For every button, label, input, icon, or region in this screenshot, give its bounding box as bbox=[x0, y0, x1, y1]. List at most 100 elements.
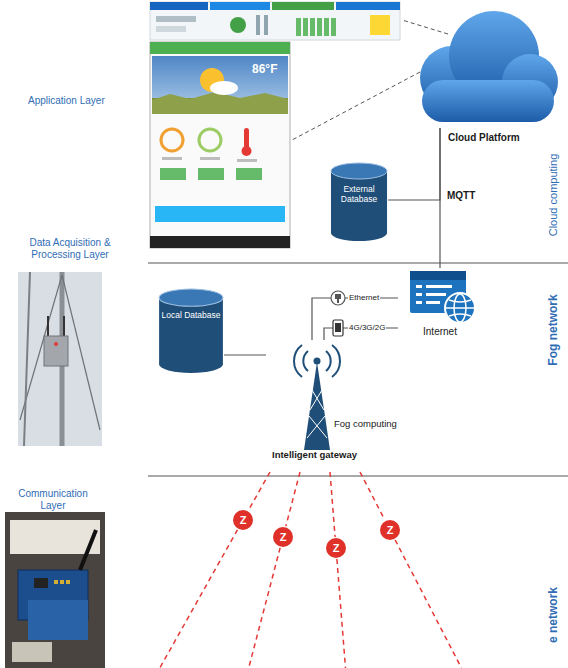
dashboard-screenshot-part bbox=[230, 17, 246, 33]
node-text: Local Database bbox=[158, 310, 224, 320]
gateway-tower-part-part bbox=[294, 345, 302, 377]
cloud-platform: Cloud Platform bbox=[400, 0, 562, 128]
sensor-node-photo-part bbox=[28, 600, 88, 640]
dashed-link-part bbox=[402, 20, 448, 34]
dashboard-screenshot bbox=[150, 2, 400, 40]
internet-icon-part-part bbox=[449, 300, 471, 316]
phone-screenshot-part bbox=[152, 92, 288, 114]
phone-screenshot-part bbox=[242, 146, 252, 156]
gateway-tower-part bbox=[307, 390, 327, 438]
dashboard-screenshot-part bbox=[324, 18, 329, 36]
mobile-phone-icon-part bbox=[333, 320, 343, 336]
node-text: Z bbox=[233, 510, 253, 530]
sensor-node-photo-part bbox=[5, 512, 105, 668]
dashboard-screenshot-part bbox=[310, 18, 315, 36]
connector-line bbox=[224, 354, 266, 355]
database-node: External Database bbox=[330, 162, 388, 242]
internet-icon-part-part bbox=[426, 301, 440, 304]
internet-icon-part-part bbox=[426, 285, 452, 288]
dashed-link-part bbox=[292, 72, 420, 140]
layer-separator bbox=[148, 263, 568, 476]
dashboard-screenshot-part bbox=[331, 18, 336, 36]
node-text: External Database bbox=[330, 184, 388, 204]
database-cylinder bbox=[158, 288, 224, 374]
edge-label: Ethernet bbox=[348, 292, 380, 304]
sensor-node-photo bbox=[5, 512, 105, 668]
gateway-tower-part-part bbox=[303, 351, 308, 371]
phone-screenshot-part bbox=[155, 206, 285, 222]
dashboard-screenshot-part bbox=[336, 2, 400, 10]
connector-line bbox=[312, 298, 398, 340]
side-label: e network bbox=[546, 587, 560, 643]
layer-label: Data Acquisition & Processing Layer bbox=[15, 237, 125, 261]
gateway-photo-part bbox=[54, 342, 58, 346]
sensor-node-photo-part bbox=[34, 578, 48, 588]
database-node: Local Database bbox=[158, 288, 224, 374]
database-cylinder-part bbox=[159, 298, 223, 373]
zigbee-node: Z bbox=[273, 527, 293, 547]
dashboard-screenshot-part bbox=[156, 26, 186, 32]
zigbee-node: Z bbox=[326, 538, 346, 558]
gateway-photo-part bbox=[44, 336, 68, 366]
layer-label: Application Layer bbox=[28, 95, 105, 106]
internet-icon-part-part bbox=[416, 301, 422, 304]
connector-line bbox=[388, 128, 440, 200]
sensor-node-photo-part bbox=[54, 580, 58, 584]
edge-label: 4G/3G/2G bbox=[348, 322, 386, 334]
connector-line bbox=[330, 472, 335, 537]
internet-icon-part-part bbox=[416, 293, 422, 296]
edge-label: MQTT bbox=[447, 190, 475, 201]
gateway-tower-part-part bbox=[326, 351, 331, 371]
gateway-photo-part bbox=[24, 272, 30, 446]
node-text: Z bbox=[380, 520, 400, 540]
dashed-link-extension bbox=[249, 548, 281, 668]
phone-screenshot-part bbox=[210, 81, 238, 95]
ethernet-icon-part bbox=[331, 291, 345, 305]
gateway-node: Fog computingIntelligent gateway bbox=[266, 340, 402, 472]
internet-icon-part-part bbox=[426, 293, 446, 296]
phone-screenshot-part bbox=[162, 157, 182, 160]
dashboard-screenshot-part bbox=[264, 15, 268, 35]
phone-screenshot-part bbox=[161, 129, 183, 151]
database-cylinder-part bbox=[331, 163, 387, 179]
phone-screenshot-part bbox=[236, 168, 262, 180]
phone-screenshot-part bbox=[150, 42, 290, 248]
gateway-tower-part-part bbox=[309, 416, 327, 438]
gateway-photo-part bbox=[63, 316, 65, 336]
sensor-node-photo-part bbox=[80, 530, 96, 570]
dashboard-screenshot-part bbox=[156, 16, 196, 22]
phone-screenshot-part bbox=[199, 129, 221, 151]
node-text: Cloud Platform bbox=[448, 132, 538, 144]
connector-line bbox=[286, 472, 300, 526]
layer-separator-part bbox=[148, 262, 568, 263]
gateway-tower-part-part bbox=[307, 416, 325, 438]
zigbee-node: Z bbox=[233, 510, 253, 530]
cloud-shape-part-part bbox=[422, 80, 554, 122]
internet-node: Internet bbox=[398, 268, 482, 348]
dashboard-screenshot-part bbox=[296, 18, 301, 36]
connector-line bbox=[439, 128, 440, 268]
connector-line bbox=[248, 472, 270, 510]
ethernet-icon-part bbox=[337, 299, 339, 303]
dashboard-screenshot-part bbox=[317, 18, 322, 36]
dashboard-screenshot-part bbox=[150, 2, 208, 10]
ethernet-icon-part bbox=[335, 294, 341, 299]
phone-screenshot-part bbox=[150, 42, 290, 54]
node-text: Z bbox=[273, 527, 293, 547]
node-text: Fog computing bbox=[334, 418, 402, 429]
dashed-link-extension bbox=[395, 540, 461, 668]
node-text: Intelligent gateway bbox=[272, 449, 402, 460]
zigbee-node: Z bbox=[380, 520, 400, 540]
phone-screenshot-part bbox=[150, 236, 290, 248]
cloud-shape-part bbox=[420, 11, 558, 122]
dashboard-screenshot-part bbox=[272, 2, 334, 10]
internet-icon-part bbox=[446, 294, 474, 322]
gateway-tower-part bbox=[314, 358, 321, 365]
dashed-link-extension bbox=[160, 530, 238, 668]
dashboard-screenshot-part bbox=[256, 15, 260, 35]
side-label: Fog network bbox=[546, 294, 560, 365]
sensor-node-photo-part bbox=[60, 580, 64, 584]
internet-icon-part bbox=[445, 293, 475, 323]
internet-icon bbox=[398, 268, 482, 324]
